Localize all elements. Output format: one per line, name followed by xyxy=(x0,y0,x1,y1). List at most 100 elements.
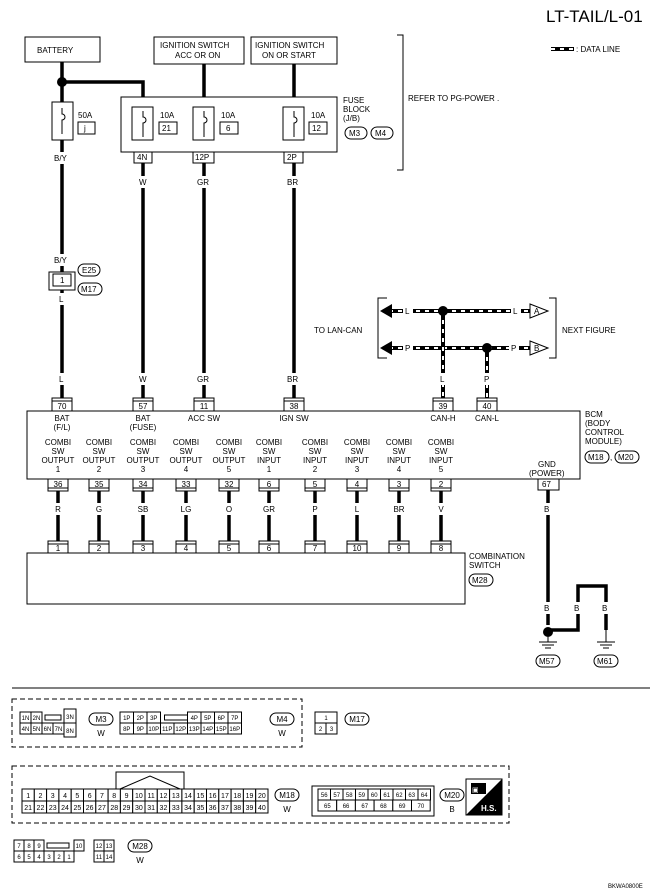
battery-label: BATTERY xyxy=(37,46,74,55)
wire-color-battery-upper: B/Y xyxy=(54,154,68,163)
bcm-top-label: ACC SW xyxy=(188,414,220,423)
bcm-top-label: BAT xyxy=(136,414,151,423)
bcm-output-label-1: COMBI xyxy=(386,438,412,447)
connector-pin: 33 xyxy=(172,805,180,812)
bcm-output-label-2: SW xyxy=(351,447,364,456)
connector-pin: 13 xyxy=(172,793,180,800)
bcm-output-pin: 33 xyxy=(182,480,191,489)
connector-pin: 19 xyxy=(246,793,254,800)
can-data-lines: A B L L P P L P xyxy=(380,303,550,398)
connector-m3-color: W xyxy=(97,729,105,738)
connector-pin: 30 xyxy=(135,805,143,812)
ignition-on-line1: IGNITION SWITCH xyxy=(255,41,325,50)
bcm-output-label-4: 4 xyxy=(397,465,402,474)
connector-pin: 14P xyxy=(202,727,213,733)
bcm-gnd-pin: 67 xyxy=(542,480,551,489)
bcm-output-label-2: SW xyxy=(435,447,448,456)
bcm-bottom-terminals: COMBISWOUTPUT136R1INPUT1COMBISWOUTPUT235… xyxy=(42,438,458,577)
bcm-output-label-4: 3 xyxy=(355,465,360,474)
can-p-right: P xyxy=(511,344,516,353)
combi-switch-pin: 5 xyxy=(227,544,232,553)
connector-pin: 3 xyxy=(51,793,55,800)
connector-m28-color: W xyxy=(136,856,144,865)
connector-pin: 5 xyxy=(75,793,79,800)
bcm-gnd-label-2: (POWER) xyxy=(529,469,565,478)
bcm-output-label-4: 4 xyxy=(184,465,189,474)
connector-pin: 21 xyxy=(24,805,32,812)
bcm-output-label-1: COMBI xyxy=(86,438,112,447)
bcm-output-label-3: OUTPUT xyxy=(42,456,75,465)
connector-pin: 6N xyxy=(44,727,52,733)
connector-m3-tag xyxy=(88,712,114,726)
bcm-name-4: MODULE) xyxy=(585,437,622,446)
fuse-block-conn-m4-label: M4 xyxy=(375,129,387,138)
data-line-legend: : DATA LINE xyxy=(551,45,620,54)
connector-m20-tag xyxy=(439,788,465,802)
fuse-block-connector-m3: M3 xyxy=(344,126,368,140)
bcm-output-label-4: 2 xyxy=(97,465,102,474)
bcm-output-wire-color: P xyxy=(312,505,317,514)
connector-m18-color: W xyxy=(283,805,291,814)
ignition-acc-line2: ACC OR ON xyxy=(175,51,221,60)
bcm-output-label-3: INPUT xyxy=(257,456,281,465)
connector-m17-tag xyxy=(344,712,370,726)
combi-switch-pin: 4 xyxy=(184,544,189,553)
bcm-gnd-label-1: GND xyxy=(538,460,556,469)
connector-pin: 5N xyxy=(33,727,41,733)
fuse-terminal-label: 12P xyxy=(195,153,209,162)
connector-m20-color: B xyxy=(449,805,454,814)
bcm-output-label-3: INPUT xyxy=(303,456,327,465)
connector-pin: 1P xyxy=(123,716,130,722)
ignition-acc-box: IGNITION SWITCH ACC OR ON xyxy=(153,36,245,65)
connector-pin: 12 xyxy=(96,844,103,850)
combi-switch-conn-label: M28 xyxy=(472,576,488,585)
bcm-name-2: (BODY xyxy=(585,419,611,428)
bcm-output-label-4: 2 xyxy=(313,465,318,474)
bcm-output-label-1: COMBI xyxy=(428,438,454,447)
bcm-output-label-4: 5 xyxy=(439,465,444,474)
fuse-block-conn-m3-label: M3 xyxy=(349,129,361,138)
fuse-block-title2: BLOCK xyxy=(343,105,371,114)
joint-connector-e25-label: E25 xyxy=(82,266,97,275)
combi-switch-pin: 3 xyxy=(141,544,146,553)
bcm-output-label-3: OUTPUT xyxy=(170,456,203,465)
connector-pin: 13P xyxy=(189,727,200,733)
connector-pin: 20 xyxy=(258,793,266,800)
fuse-amp: 10A xyxy=(311,111,326,120)
connector-pin: 27 xyxy=(98,805,106,812)
to-lan-can-label: TO LAN-CAN xyxy=(314,326,363,335)
bcm-top-label: BAT xyxy=(55,414,70,423)
bcm-name-1: BCM xyxy=(585,410,603,419)
connector-pin: 8P xyxy=(123,727,130,733)
connector-pin: 11P xyxy=(162,727,172,733)
connector-pin: 16P xyxy=(229,727,240,733)
joint-connector-e25: 1 E25 M17 xyxy=(48,263,103,296)
connector-pin: 58 xyxy=(346,793,353,799)
ignition-on-box: IGNITION SWITCH ON OR START xyxy=(250,36,338,65)
connector-pin: 15 xyxy=(196,793,204,800)
connector-pin: 28 xyxy=(110,805,118,812)
connector-pin: 8 xyxy=(112,793,116,800)
bcm-output-pin: 35 xyxy=(95,480,104,489)
page-title: LT-TAIL/L-01 xyxy=(546,7,643,26)
connector-pin: 5 xyxy=(27,855,31,861)
bcm-output-wire-color: L xyxy=(355,505,360,514)
connector-m18-id: M18 xyxy=(279,791,295,800)
connector-pin: 4 xyxy=(63,793,67,800)
connector-pin: 1 xyxy=(324,716,328,722)
bcm-output-label-1: COMBI xyxy=(173,438,199,447)
connector-m3-id: M3 xyxy=(95,715,107,724)
combi-switch-pin: 6 xyxy=(267,544,272,553)
connector-pin: 12P xyxy=(175,727,186,733)
bcm-output-label-2: SW xyxy=(309,447,322,456)
bcm-output-pin: 2 xyxy=(439,480,444,489)
connector-pin: 36 xyxy=(209,805,217,812)
fuse-50a: 50A j xyxy=(51,101,96,141)
bcm-output-label-2: SW xyxy=(93,447,106,456)
combi-switch-pin: 8 xyxy=(439,544,444,553)
wire-color-bcm-w: W xyxy=(139,375,147,384)
